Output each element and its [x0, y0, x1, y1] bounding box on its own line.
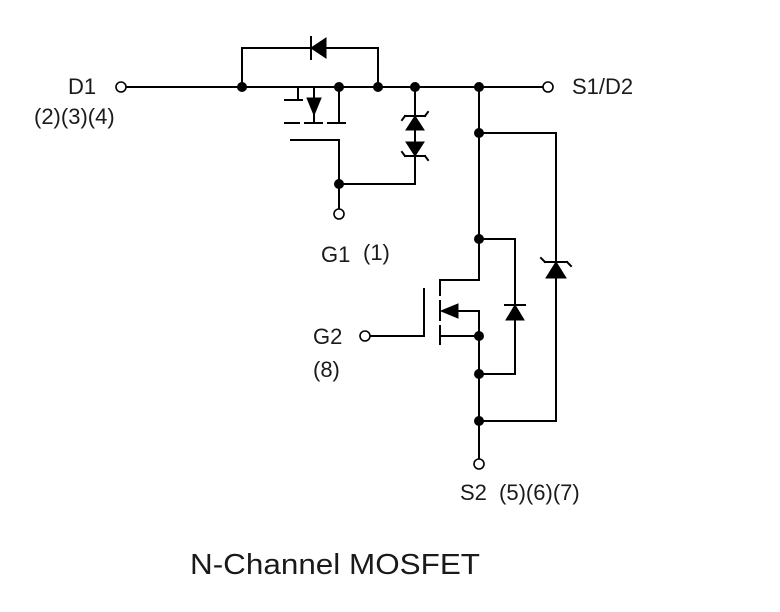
s2-terminal — [473, 458, 485, 470]
junction-dot — [474, 331, 484, 341]
s1d2-label: S1/D2 — [572, 74, 633, 99]
junction-dot — [474, 369, 484, 379]
g2-terminal-circle — [359, 330, 371, 342]
d1-pins-label: (2)(3)(4) — [34, 104, 115, 129]
junction-dot — [334, 179, 344, 189]
s1d2-terminal — [542, 81, 554, 93]
g2-terminal — [359, 330, 371, 342]
q2-mosfet — [369, 279, 480, 345]
diagram-caption: N-Channel MOSFET — [190, 549, 480, 581]
g1-terminal — [333, 183, 345, 220]
g1-terminal-circle — [333, 208, 345, 220]
d1-label: D1 — [68, 74, 96, 99]
s1d2-terminal-circle — [542, 81, 554, 93]
junction-dot — [474, 128, 484, 138]
d1-terminal — [115, 81, 127, 93]
junction-dot — [373, 82, 383, 92]
q1-body-diode — [241, 36, 379, 88]
junction-dot — [237, 82, 247, 92]
g1-pins-label: (1) — [363, 240, 390, 265]
g2-label: G2 — [313, 324, 342, 349]
q1-body-arrow — [306, 97, 322, 117]
q1-mosfet — [284, 86, 346, 185]
junction-dot — [474, 234, 484, 244]
junction-dot — [474, 82, 484, 92]
junction-dot — [334, 82, 344, 92]
q2-body-arrow — [439, 303, 459, 319]
junction-dot — [474, 416, 484, 426]
g1-label: G1 — [321, 242, 350, 267]
s2-label: S2 (5)(6)(7) — [460, 480, 580, 505]
outer-zener — [478, 132, 573, 422]
junction-dots — [237, 82, 484, 426]
s2-pins-label: (5)(6)(7) — [499, 480, 580, 505]
d1-terminal-circle — [115, 81, 127, 93]
s2-name: S2 — [460, 480, 487, 505]
gate-zener-pair — [338, 86, 430, 185]
g2-pins-label: (8) — [313, 357, 340, 382]
s2-terminal-circle — [473, 458, 485, 470]
junction-dot — [410, 82, 420, 92]
q2-body-diode — [478, 238, 526, 375]
